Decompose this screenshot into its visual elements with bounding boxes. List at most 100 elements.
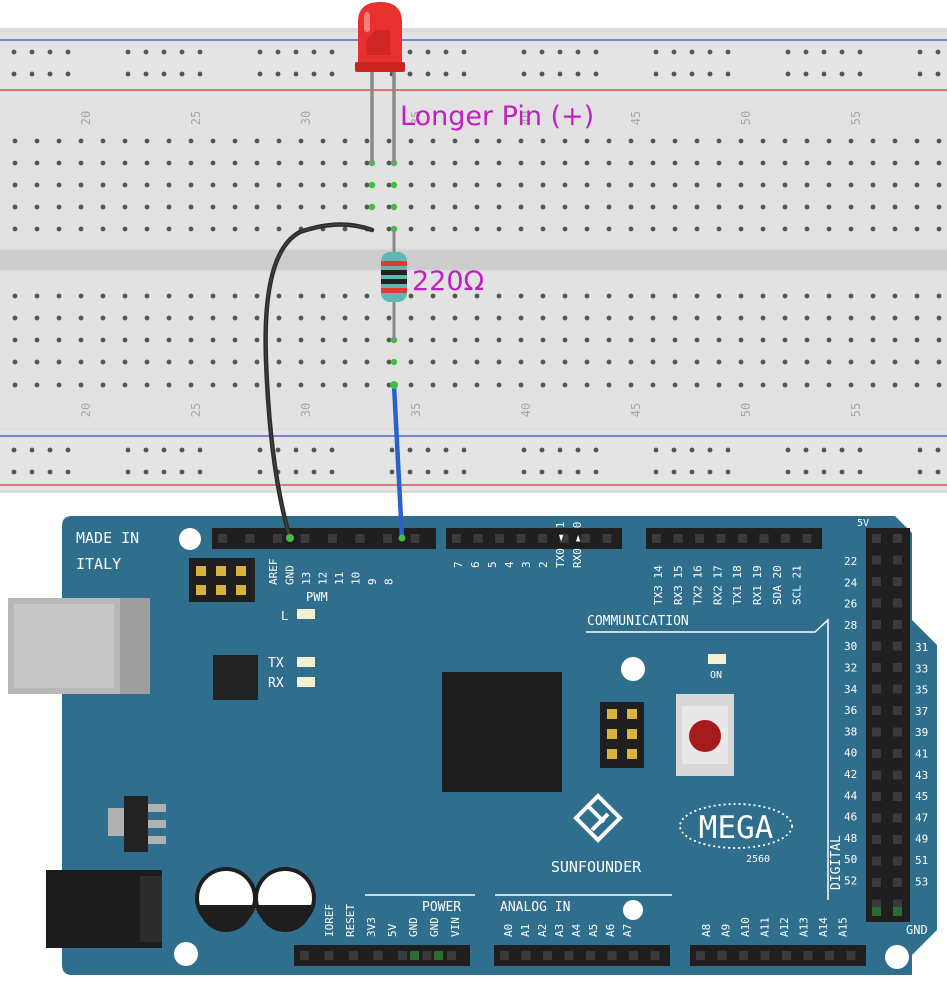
bb-hole: [254, 182, 260, 188]
header-pin: [422, 951, 432, 960]
led-rx: [297, 677, 315, 687]
terminal-strip-bottom: [0, 272, 947, 428]
top-mid-header-label: TX0 ◄ 1: [554, 522, 567, 568]
rail-hole: [935, 469, 941, 475]
digital-right-label: 41: [915, 748, 928, 761]
bb-hole: [320, 204, 326, 210]
bb-hole: [100, 293, 106, 299]
digital-left-label: 22: [844, 555, 857, 568]
bb-hole: [782, 182, 788, 188]
bb-hole: [694, 315, 700, 321]
analog2-header-label: A13: [798, 917, 811, 937]
bb-hole: [496, 359, 502, 365]
icsp-pin: [196, 566, 206, 576]
bb-hole: [804, 293, 810, 299]
bb-hole: [826, 315, 832, 321]
rail-hole: [653, 447, 659, 453]
label-made-in: MADE IN: [76, 529, 139, 547]
mega-logo-subtext: 2560: [746, 854, 770, 865]
bb-hole: [782, 204, 788, 210]
bb-hole: [870, 359, 876, 365]
header-pin: [373, 951, 383, 960]
digital-left-label: 32: [844, 662, 857, 675]
icsp-header-right: [600, 702, 644, 768]
bb-hole: [364, 204, 370, 210]
usb-connector-edge: [120, 598, 150, 694]
bb-hole: [12, 359, 18, 365]
rail-hole: [443, 49, 449, 55]
digital-left-label: 36: [844, 704, 857, 717]
bb-hole: [144, 293, 150, 299]
bb-hole: [364, 315, 370, 321]
bb-hole: [848, 160, 854, 166]
bb-hole: [694, 160, 700, 166]
bb-hole: [804, 226, 810, 232]
label-pwm: PWM: [306, 590, 328, 604]
rail-hole: [785, 71, 791, 77]
bb-hole: [56, 359, 62, 365]
header-pin: [586, 951, 595, 960]
bb-hole: [474, 204, 480, 210]
mega-logo-oval: [679, 803, 793, 849]
top-left-header-label: 10: [350, 572, 363, 585]
header-pin: [893, 792, 902, 801]
bb-hole: [232, 204, 238, 210]
header-pin: [273, 534, 282, 543]
rail-hole: [161, 49, 167, 55]
bb-hole: [100, 138, 106, 144]
bb-hole: [144, 226, 150, 232]
rail-hole: [461, 469, 467, 475]
bb-hole: [650, 138, 656, 144]
bb-hole: [100, 204, 106, 210]
analog-header-label: A2: [536, 924, 549, 937]
bb-hole: [452, 182, 458, 188]
top-power-rail: [0, 32, 947, 90]
rail-hole: [839, 49, 845, 55]
rail-hole: [521, 447, 527, 453]
rail-hole: [443, 447, 449, 453]
header-pin: [473, 534, 483, 543]
rail-hole: [65, 447, 71, 453]
rail-hole: [557, 49, 563, 55]
header-pin: [543, 951, 552, 960]
rail-hole: [725, 447, 731, 453]
rail-hole: [917, 469, 923, 475]
top-right-header-label: RX3 15: [672, 565, 685, 605]
top-mid-header-label: 5: [486, 561, 499, 568]
digital-right-label: 39: [915, 726, 928, 739]
bb-hole: [210, 315, 216, 321]
bb-hole: [430, 160, 436, 166]
rail-hole: [143, 71, 149, 77]
bb-column-number: 30: [299, 403, 313, 417]
header-pin: [803, 951, 813, 960]
header-pin: [383, 534, 392, 543]
rail-hole: [275, 49, 281, 55]
rail-hole: [197, 447, 203, 453]
bb-hole: [386, 182, 392, 188]
rail-hole: [593, 71, 599, 77]
icsp-pin: [236, 585, 246, 595]
rail-hole: [125, 49, 131, 55]
analog2-header-label: A8: [700, 924, 713, 937]
rail-hole: [197, 71, 203, 77]
rail-hole: [179, 71, 185, 77]
brand-name: SUNFOUNDER: [551, 858, 642, 876]
bb-hole: [210, 226, 216, 232]
bb-hole: [562, 182, 568, 188]
rail-hole: [785, 447, 791, 453]
bb-column-number: 40: [519, 111, 533, 125]
label-gnd: GND: [906, 923, 928, 937]
rail-hole: [935, 49, 941, 55]
bb-hole: [144, 138, 150, 144]
bb-hole: [188, 359, 194, 365]
bb-hole: [276, 160, 282, 166]
bb-hole: [276, 293, 282, 299]
bb-hole: [936, 359, 942, 365]
bb-hole: [540, 138, 546, 144]
bb-column-number: 40: [519, 403, 533, 417]
bb-hole: [430, 359, 436, 365]
bb-hole: [78, 204, 84, 210]
bb-hole: [584, 337, 590, 343]
bb-hole: [34, 138, 40, 144]
